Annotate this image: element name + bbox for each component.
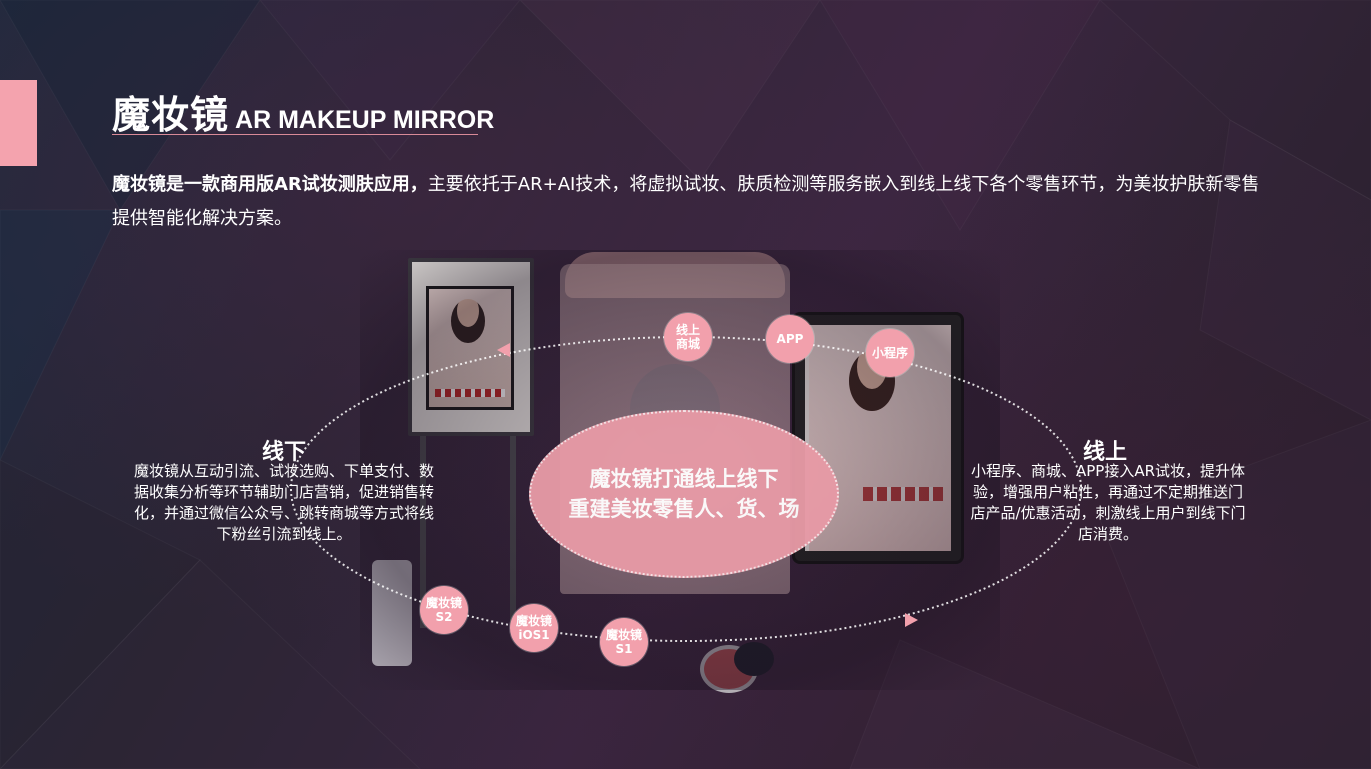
node-online-mall: 线上 商城 bbox=[664, 313, 712, 361]
center-line-1: 魔妆镜打通线上线下 bbox=[589, 467, 779, 491]
product-swatches bbox=[435, 389, 505, 397]
intro-lead: 魔妆镜是一款商用版AR试妆测肤应用， bbox=[112, 174, 428, 195]
arrow-icon bbox=[905, 613, 918, 627]
cycle-path bbox=[290, 336, 1082, 642]
title-zh: 魔妆镜 bbox=[112, 93, 230, 137]
model-face bbox=[451, 299, 485, 343]
mirror-screen bbox=[426, 286, 514, 410]
stand-leg bbox=[420, 428, 426, 628]
online-title: 线上 bbox=[1083, 440, 1128, 465]
accent-bar bbox=[0, 80, 37, 166]
offline-text: 魔妆镜从互动引流、试妆选购、下单支付、数据收集分析等环节辅助门店营销，促进销售转… bbox=[133, 462, 434, 543]
center-line-2: 重建美妆零售人、货、场 bbox=[568, 497, 800, 521]
mirror-light-strip bbox=[805, 325, 809, 551]
title-underline bbox=[112, 134, 478, 135]
online-text: 小程序、商城、APP接入AR试妆，提升体验，增强用户粘性，再通过不定期推送门店产… bbox=[970, 462, 1246, 543]
cosmetic-bottle bbox=[372, 560, 412, 666]
title-en: AR MAKEUP MIRROR bbox=[235, 106, 495, 134]
node-miniprogram: 小程序 bbox=[866, 329, 914, 377]
center-message: 魔妆镜打通线上线下 重建美妆零售人、货、场 bbox=[529, 410, 839, 578]
powder-puff bbox=[734, 642, 774, 676]
node-app: APP bbox=[766, 315, 814, 363]
intro-body: 主要依托于AR+AI技术，将虚拟试妆、肤质检测等服务嵌入到线上线下各个零售环节，… bbox=[112, 174, 1260, 229]
node-mirror-ios1: 魔妆镜 iOS1 bbox=[510, 604, 558, 652]
node-mirror-s2: 魔妆镜 S2 bbox=[420, 586, 468, 634]
mirror-device-left bbox=[408, 258, 534, 436]
offline-title: 线下 bbox=[262, 440, 307, 465]
intro-paragraph: 魔妆镜是一款商用版AR试妆测肤应用，主要依托于AR+AI技术，将虚拟试妆、肤质检… bbox=[112, 168, 1272, 236]
node-mirror-s1: 魔妆镜 S1 bbox=[600, 618, 648, 666]
stand-leg bbox=[510, 428, 516, 628]
arrow-icon bbox=[497, 343, 510, 357]
product-swatches bbox=[863, 487, 943, 501]
